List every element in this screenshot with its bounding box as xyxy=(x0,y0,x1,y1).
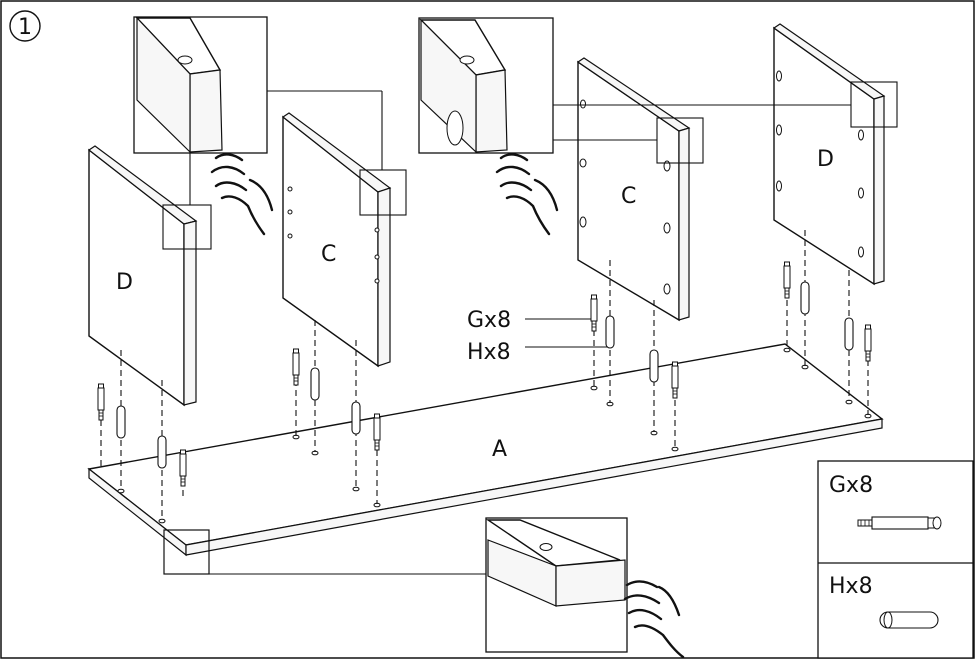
screw-dowel-g xyxy=(590,294,598,332)
panel-c-left: C xyxy=(281,112,407,368)
screw-dowel-g xyxy=(671,361,679,399)
parts-legend: Gx8 Hx8 xyxy=(817,460,974,659)
step-number: 1 xyxy=(18,15,32,40)
base-holes xyxy=(117,347,872,524)
wood-dowel-h xyxy=(800,281,810,315)
legend-h-label: Hx8 xyxy=(829,574,873,599)
screw-dowel-g xyxy=(292,348,300,386)
pointing-hand-icon xyxy=(210,153,274,236)
wood-dowel-h xyxy=(310,367,320,401)
panel-c-left-label: C xyxy=(321,242,336,267)
wood-dowel-h xyxy=(116,405,126,439)
wood-dowel-h xyxy=(605,315,615,349)
base-panel-label: A xyxy=(492,437,507,462)
panel-d-left-label: D xyxy=(116,270,133,295)
callout-h: Hx8 xyxy=(467,340,608,365)
wood-dowel-h xyxy=(157,435,167,469)
callout-g: Gx8 xyxy=(467,308,591,333)
wood-dowel-h xyxy=(351,401,361,435)
pointing-hand-icon-3 xyxy=(623,580,685,659)
callout-h-label: Hx8 xyxy=(467,340,511,365)
wood-dowel-h xyxy=(649,349,659,383)
legend-g-label: Gx8 xyxy=(829,473,873,498)
panel-c-right-label: C xyxy=(621,184,636,209)
pointing-hand-icon-2 xyxy=(495,153,559,236)
screw-dowel-g xyxy=(864,324,872,362)
fitting-guides xyxy=(97,230,872,520)
wood-dowel-h xyxy=(844,317,854,351)
screw-dowel-g xyxy=(783,261,791,299)
screw-dowel-icon xyxy=(857,516,942,530)
inset-top-left xyxy=(133,16,383,236)
wood-dowel-icon xyxy=(879,611,939,629)
screw-dowel-g xyxy=(373,413,381,451)
screw-dowel-g xyxy=(97,383,105,421)
callout-g-label: Gx8 xyxy=(467,308,511,333)
inset-top-center xyxy=(418,17,851,236)
base-panel-a: A xyxy=(87,343,884,557)
panel-d-right: D xyxy=(772,23,898,286)
panel-d-left: D xyxy=(87,145,212,407)
step-number-badge: 1 xyxy=(9,10,41,42)
panel-d-right-label: D xyxy=(817,147,834,172)
inset-bottom xyxy=(163,517,685,659)
panel-c-right: C xyxy=(576,57,704,322)
screw-dowel-g xyxy=(179,449,187,487)
